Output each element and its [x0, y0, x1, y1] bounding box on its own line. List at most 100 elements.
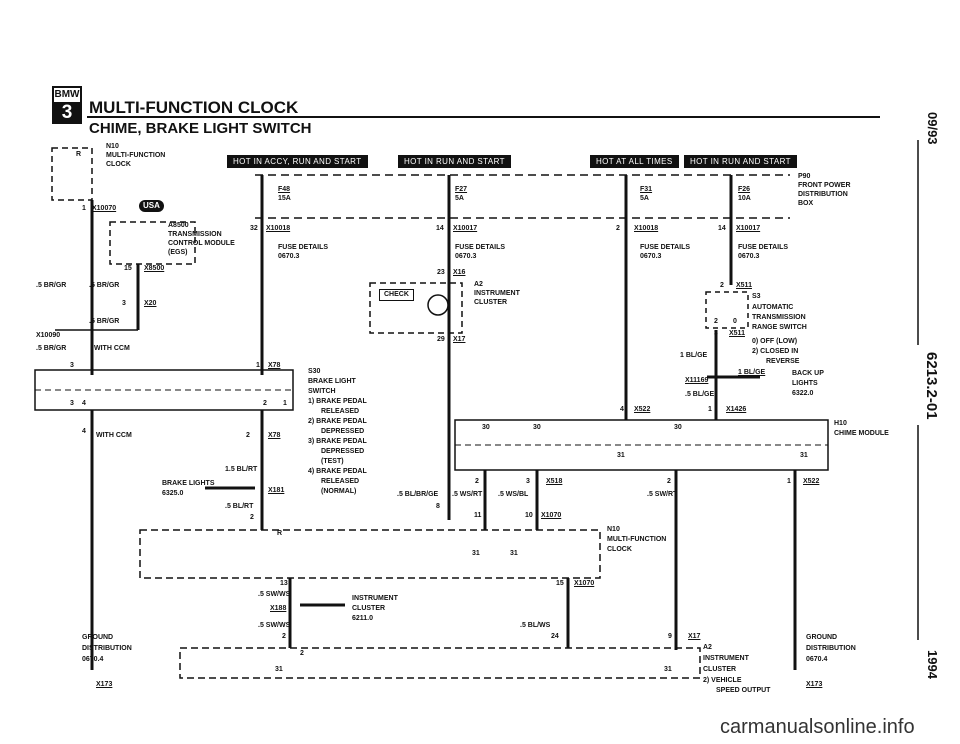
o2b: DEPRESSED [321, 428, 365, 435]
bluge1: 1 BL/GE [680, 352, 708, 359]
x78b: X78 [268, 432, 281, 439]
o4b: RELEASED [321, 478, 360, 485]
pin-2a: 2 [616, 225, 620, 232]
pin-15b: 15 [556, 580, 564, 587]
box: BOX [798, 200, 814, 207]
ic3: INSTRUMENT [352, 595, 398, 602]
f48: F48 [278, 186, 291, 193]
gd1b: DISTRIBUTION [82, 645, 132, 652]
x17a: X17 [453, 336, 466, 343]
o4: 4) BRAKE PEDAL [308, 468, 367, 475]
pin-3d: 3 [526, 478, 530, 485]
swrt: .5 SW/RT [647, 491, 678, 498]
wire-w1: .5 BR/GR [36, 282, 67, 289]
ic4: INSTRUMENT [703, 655, 749, 662]
f26: F26 [738, 186, 751, 193]
n31f: 31 [664, 666, 672, 673]
pin-3c: 3 [714, 330, 718, 337]
x181: X181 [268, 487, 285, 494]
wire-w4: .5 BR/GR [36, 345, 67, 352]
x8500: X8500 [144, 265, 165, 272]
n31b: 31 [800, 452, 808, 459]
egs-label: (EGS) [168, 249, 188, 256]
closed: 2) CLOSED IN [752, 348, 799, 355]
blrt2: .5 BL/RT [225, 503, 254, 510]
bluge2: 1 BL/GE [738, 369, 766, 376]
fd2n: 0670.3 [455, 253, 477, 260]
pin-r: R [76, 151, 82, 158]
gd2: GROUND [806, 634, 838, 641]
page-subtitle: CHIME, BRAKE LIGHT SWITCH [89, 120, 312, 137]
vs: 2) VEHICLE [703, 677, 742, 684]
brand-label: BMW [54, 88, 80, 102]
a8500-box [109, 221, 196, 265]
bluge3: .5 BL/GE [685, 391, 715, 398]
fd3n: 0670.3 [640, 253, 662, 260]
n31d: 31 [510, 550, 518, 557]
bln: 6322.0 [792, 390, 814, 397]
n31c: 31 [472, 550, 480, 557]
cl3: CLUSTER [352, 605, 386, 612]
x10018b: X10018 [634, 225, 659, 232]
x173b: X173 [806, 681, 823, 688]
fd1n: 0670.3 [278, 253, 300, 260]
wsrt: .5 WS/RT [452, 491, 483, 498]
n10-bottom-box [139, 529, 601, 579]
pin-1b: 1 [708, 406, 712, 413]
wire-w3: .5 BR/GR [89, 318, 120, 325]
with-ccm: WITH CCM [94, 345, 130, 352]
bls: BRAKE LIGHT [308, 378, 356, 385]
header-hot-run-start-1: HOT IN RUN AND START [398, 155, 511, 168]
header-hot-accy-run-start: HOT IN ACCY, RUN AND START [227, 155, 368, 168]
n31e: 31 [275, 666, 283, 673]
auto: AUTOMATIC [752, 304, 794, 311]
x10017a: X10017 [453, 225, 478, 232]
s30: S30 [308, 368, 321, 375]
wsbl: .5 WS/BL [498, 491, 529, 498]
check-lamp-label: CHECK [379, 289, 414, 301]
o4c: (NORMAL) [321, 488, 357, 495]
rev: REVERSE [766, 358, 800, 365]
swws1: .5 SW/WS [258, 591, 291, 598]
pin-3b: 3 [70, 362, 74, 369]
x188: X188 [270, 605, 287, 612]
range-switch: RANGE SWITCH [752, 324, 807, 331]
pin-9: 9 [668, 633, 672, 640]
n30b: 30 [533, 424, 541, 431]
sw4: 4 [82, 400, 86, 407]
o1b: RELEASED [321, 408, 360, 415]
n30c: 30 [674, 424, 682, 431]
lights: LIGHTS [792, 380, 818, 387]
gd2n: 0670.4 [806, 656, 828, 663]
a5b: 5A [640, 195, 649, 202]
pin-13: 13 [280, 580, 288, 587]
header-hot-all-times: HOT AT ALL TIMES [590, 155, 679, 168]
mfc2: MULTI-FUNCTION [607, 536, 667, 543]
page-title: MULTI-FUNCTION CLOCK [89, 98, 299, 117]
brake-lights: BRAKE LIGHTS [162, 480, 215, 487]
a2-box [369, 282, 463, 334]
bmw-3-series-badge: BMW 3 [52, 86, 82, 124]
n10-top-box [51, 147, 93, 201]
pin-1c: 1 [256, 362, 260, 369]
clock-top-label: CLOCK [106, 161, 131, 168]
pin-2e: 2 [475, 478, 479, 485]
distribution: DISTRIBUTION [798, 191, 848, 198]
x1070b: X1070 [541, 512, 562, 519]
f31: F31 [640, 186, 653, 193]
x17b: X17 [688, 633, 701, 640]
fd4: FUSE DETAILS [738, 244, 789, 251]
swws2: .5 SW/WS [258, 622, 291, 629]
gd1n: 0670.4 [82, 656, 104, 663]
sw2: 2 [263, 400, 267, 407]
blbrge: .5 BL/BR/GE [397, 491, 439, 498]
pin-2f: 2 [667, 478, 671, 485]
a5a: 5A [455, 195, 464, 202]
n10b: N10 [607, 526, 620, 533]
x1426: X1426 [726, 406, 747, 413]
a15: 15A [278, 195, 291, 202]
wire-w2: .5 BR/GR [89, 282, 120, 289]
trans2: TRANSMISSION [752, 314, 806, 321]
